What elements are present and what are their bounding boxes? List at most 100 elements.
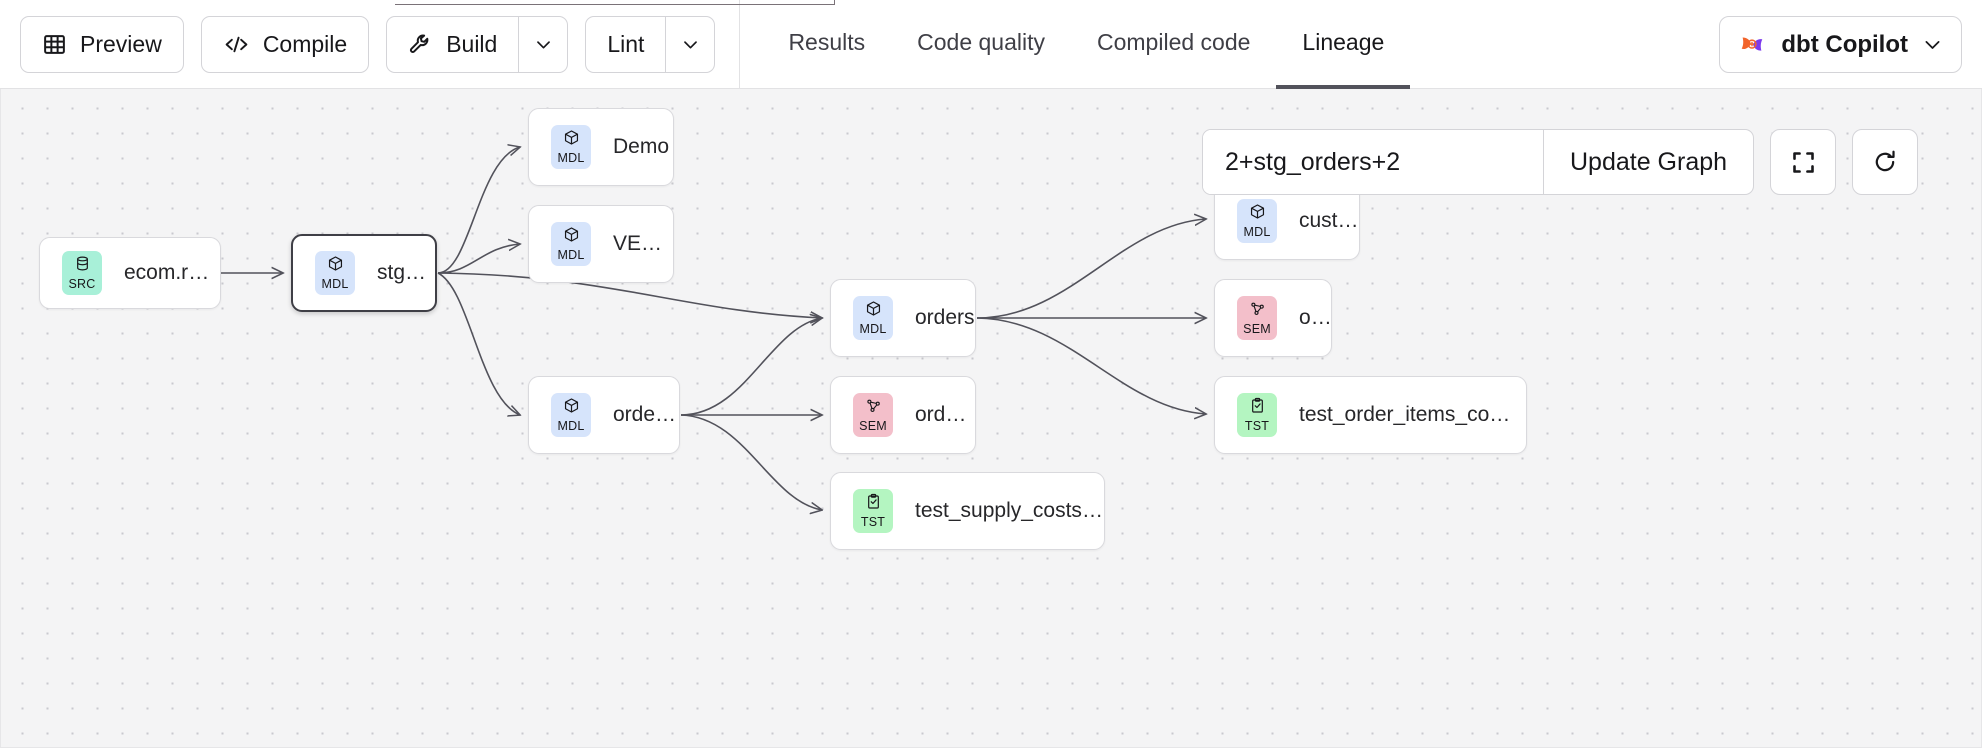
refresh-icon [1871,148,1899,176]
code-brackets-icon [223,32,250,57]
lineage-canvas[interactable]: Update Graph [0,89,1982,748]
cube-icon [865,300,882,322]
node-type-badge-src: SRC [62,251,102,295]
table-icon [42,32,67,57]
clipboard-check-icon [1249,397,1266,419]
preview-button[interactable]: Preview [20,15,184,73]
compile-button[interactable]: Compile [200,15,370,73]
dbt-copilot-button[interactable]: dbt Copilot [1719,16,1962,73]
node-type-badge-tst: TST [853,489,893,533]
lint-button[interactable]: Lint [586,16,667,72]
node-type-badge-sem: SEM [853,393,893,437]
lineage-node-stg-orders[interactable]: MDL stg_orders [291,234,437,312]
refresh-button[interactable] [1852,129,1919,195]
lineage-node-demo[interactable]: MDL Demo [528,108,674,186]
node-label: order_item [915,403,975,426]
database-icon [74,255,91,277]
node-type-badge-mdl: MDL [853,296,893,340]
node-label: VE_Demo [613,232,673,255]
graph-nodes-icon [865,397,882,419]
node-type-badge-mdl: MDL [551,393,591,437]
badge-label: SRC [68,277,96,292]
node-label: test_order_items_compute_to_bools_c... [1299,403,1526,426]
top-toolbar: Preview Compile [0,0,1982,89]
node-label: orders [915,306,975,329]
toolbar-divider [739,0,741,89]
dbt-copilot-logo-icon [1737,30,1767,60]
toolbar-actions: Preview Compile [0,0,716,88]
build-dropdown-toggle[interactable] [519,17,567,72]
node-label: customers [1299,209,1359,232]
node-type-badge-mdl: MDL [315,251,355,295]
build-button-group: Build [386,15,569,73]
node-type-badge-mdl: MDL [551,125,591,169]
node-label: ecom.raw_orders [124,261,220,284]
tab-label: Lineage [1302,28,1385,55]
edge-group [221,147,1206,510]
lineage-node-order-items[interactable]: MDL order_items [528,376,680,454]
node-selector-group: Update Graph [1202,129,1755,195]
badge-label: TST [860,515,886,530]
cube-icon [563,226,580,248]
build-button[interactable]: Build [387,16,520,72]
lineage-node-orders-model[interactable]: MDL orders [830,279,976,357]
lint-dropdown-toggle[interactable] [666,17,714,72]
chevron-down-icon [1922,34,1943,55]
badge-label: SEM [1243,322,1271,337]
badge-label: MDL [1243,225,1271,240]
node-label: Demo [613,135,670,158]
tab-lineage[interactable]: Lineage [1276,0,1411,89]
graph-nodes-icon [1249,300,1266,322]
node-type-badge-tst: TST [1237,393,1277,437]
tab-label: Code quality [917,28,1045,55]
badge-label: MDL [321,277,349,292]
tab-label: Compiled code [1097,28,1251,55]
result-tabs: Results Code quality Compiled code Linea… [762,0,1411,89]
lineage-node-customers[interactable]: MDL customers [1214,182,1360,260]
lint-label: Lint [607,30,645,57]
chevron-down-icon [534,35,553,54]
lineage-node-order-item-semantic[interactable]: SEM order_item [830,376,976,454]
badge-label: MDL [557,419,585,434]
node-type-badge-mdl: MDL [551,222,591,266]
update-graph-button[interactable]: Update Graph [1543,130,1753,194]
node-selector-input[interactable] [1203,130,1543,194]
badge-label: TST [1244,419,1270,434]
cube-icon [563,129,580,151]
preview-label: Preview [80,30,162,57]
lineage-node-ecom-raw-orders[interactable]: SRC ecom.raw_orders [39,237,221,309]
window-edge-stub [395,0,835,5]
lineage-node-ve-demo[interactable]: MDL VE_Demo [528,205,674,283]
compile-label: Compile [262,30,348,57]
wrench-icon [408,32,433,57]
badge-label: MDL [557,151,585,166]
cube-icon [563,397,580,419]
lint-button-group: Lint [585,15,716,73]
fullscreen-button[interactable] [1770,129,1837,195]
lineage-node-orders-semantic[interactable]: SEM orders [1214,279,1332,357]
copilot-label: dbt Copilot [1781,30,1908,58]
tab-code-quality[interactable]: Code quality [891,0,1071,89]
tab-compiled-code[interactable]: Compiled code [1071,0,1276,89]
lineage-node-test-order-items[interactable]: TST test_order_items_compute_to_bools_c.… [1214,376,1527,454]
node-label: test_supply_costs_sum_correctly [915,499,1104,522]
cube-icon [1249,203,1266,225]
copilot-container: dbt Copilot [1719,16,1962,73]
clipboard-check-icon [865,493,882,515]
chevron-down-icon [681,35,700,54]
tab-results[interactable]: Results [762,0,891,89]
node-label: orders [1299,306,1331,329]
tab-label: Results [788,28,866,55]
node-label: stg_orders [377,261,435,284]
badge-label: MDL [557,248,585,263]
badge-label: SEM [859,419,887,434]
graph-controls: Update Graph [1202,129,1919,195]
badge-label: MDL [859,322,887,337]
fullscreen-icon [1790,149,1817,176]
cube-icon [327,255,344,277]
node-type-badge-mdl: MDL [1237,199,1277,243]
lineage-node-test-supply-costs[interactable]: TST test_supply_costs_sum_correctly [830,472,1105,550]
node-type-badge-sem: SEM [1237,296,1277,340]
node-label: order_items [613,403,679,426]
